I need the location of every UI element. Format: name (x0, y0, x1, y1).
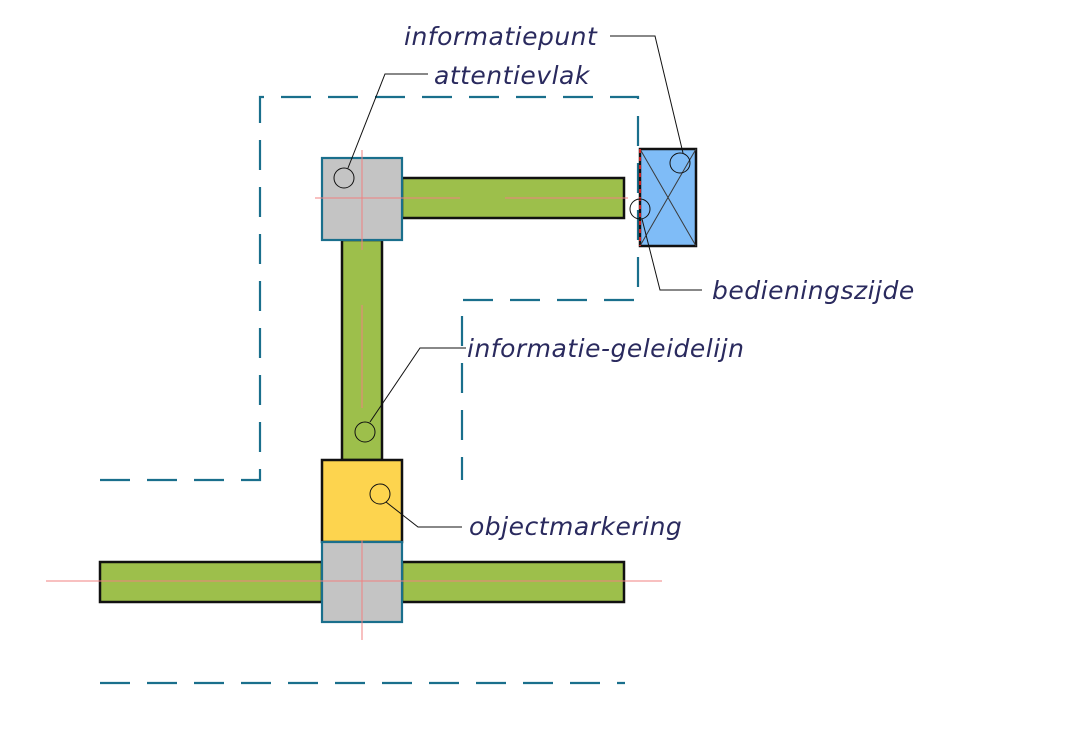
objectmarkering-tile (320, 458, 404, 544)
leader-informatiepunt (610, 35, 684, 154)
informatiepunt-marker (669, 152, 691, 174)
geleidelijn-bottom-left (98, 560, 324, 604)
informatiepunt-panel (638, 147, 698, 248)
axis-lines (46, 150, 662, 640)
label-bedieningszijde: bedieningszijde (712, 276, 915, 305)
leader-bedieningszijde (641, 218, 702, 291)
leader-geleidelijn (369, 347, 466, 423)
geleidelijn-bottom-right (400, 560, 626, 604)
labels: informatiepunt attentievlak bedieningszi… (404, 22, 915, 541)
bedieningszijde-marker (629, 198, 651, 220)
route-boundaries (100, 95, 640, 685)
label-informatiepunt: informatiepunt (404, 22, 598, 51)
informatiepunt-cross-2 (639, 148, 697, 247)
objectmarkering-marker (369, 483, 391, 505)
route-boundary-outer (100, 95, 640, 482)
leader-attentievlak (347, 73, 428, 169)
geleidelijn-marker (354, 421, 376, 443)
leader-lines (347, 35, 702, 528)
attentievlak-marker (333, 167, 355, 189)
label-objectmarkering: objectmarkering (469, 512, 682, 541)
markers (333, 152, 691, 505)
leader-objectmarkering (385, 501, 462, 528)
label-attentievlak: attentievlak (434, 61, 591, 90)
label-informatie-geleidelijn: informatie-geleidelijn (467, 334, 744, 363)
